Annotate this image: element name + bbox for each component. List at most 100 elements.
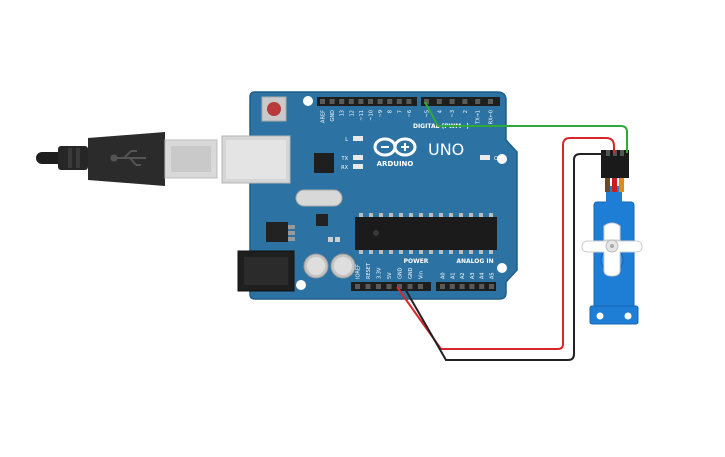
servo-motor[interactable] — [581, 150, 643, 325]
crystal-oscillator — [295, 189, 343, 207]
ground-wire[interactable] — [403, 153, 605, 361]
digital-pin-label: ~11 — [359, 110, 365, 121]
led-on-label: ON — [494, 156, 502, 162]
power-pin[interactable] — [355, 284, 360, 289]
usb-cable-boot — [58, 146, 88, 170]
digital-pin[interactable] — [488, 99, 493, 104]
analog-pin-label: A5 — [490, 272, 496, 279]
digital-pin[interactable] — [339, 99, 345, 104]
led-on — [480, 155, 490, 160]
digital-pin-label: ~5 — [425, 110, 431, 117]
digital-pin[interactable] — [377, 99, 383, 104]
analog-pin-label: A0 — [441, 272, 447, 279]
digital-pin-label: 8 — [388, 110, 394, 113]
mount-hole — [296, 280, 306, 290]
digital-pin-label: AREF — [321, 110, 327, 123]
voltage-regulator — [266, 222, 288, 242]
power-pin[interactable] — [407, 284, 413, 289]
digital-pin[interactable] — [329, 99, 335, 104]
servo-horn[interactable] — [581, 240, 643, 277]
digital-header-left — [317, 97, 417, 106]
power-pin-label: GND — [398, 267, 404, 279]
digital-pin-label: RX←0 — [489, 110, 495, 124]
led-rx-label: RX — [341, 165, 348, 171]
led-rx — [353, 164, 363, 169]
digital-pin-label: 4 — [437, 110, 443, 113]
servo-lead-wire — [619, 176, 624, 192]
power-pin[interactable] — [418, 284, 423, 289]
usb-cable[interactable] — [36, 132, 218, 186]
servo-mount-tab — [589, 305, 639, 325]
digital-pin-label: ~6 — [407, 110, 413, 117]
power-pin-label: RESET — [366, 262, 372, 279]
digital-pin[interactable] — [449, 99, 455, 104]
capacitor — [303, 253, 329, 279]
power-pin-label: GND — [408, 267, 414, 279]
reset-button-cap — [267, 102, 281, 116]
digital-pin[interactable] — [320, 99, 325, 104]
led-l-label: L — [345, 137, 348, 143]
digital-pin[interactable] — [475, 99, 481, 104]
digital-pin-label: 12 — [349, 110, 355, 116]
mount-hole — [497, 154, 507, 164]
capacitor — [330, 253, 356, 279]
digital-pin[interactable] — [368, 99, 373, 104]
analog-pin-label: A3 — [470, 272, 476, 279]
digital-pin[interactable] — [348, 99, 354, 104]
power-wire[interactable] — [396, 137, 615, 350]
led-tx — [353, 155, 363, 160]
analog-pin[interactable] — [489, 284, 494, 289]
power-pin[interactable] — [397, 284, 402, 289]
digital-pin-label: 2 — [463, 110, 469, 113]
digital-pin[interactable] — [396, 99, 402, 104]
analog-pin-label: A4 — [480, 272, 486, 279]
board-model: UNO — [428, 140, 464, 159]
led-tx-label: TX — [341, 156, 349, 162]
digital-pin[interactable] — [387, 99, 393, 104]
analog-pin[interactable] — [459, 284, 465, 289]
usb-chip — [314, 153, 334, 173]
mount-hole — [497, 263, 507, 273]
mount-hole — [303, 96, 313, 106]
power-pin[interactable] — [365, 284, 371, 289]
arduino-uno-board[interactable]: L TX RX ON ARDUINO UNO DIGITAL (PWM~) PO… — [221, 91, 518, 300]
power-header-label: POWER — [404, 258, 429, 265]
digital-pin-label: 7 — [397, 110, 403, 113]
analog-pin[interactable] — [479, 284, 485, 289]
analog-pin[interactable] — [440, 284, 445, 289]
analog-header — [436, 282, 496, 291]
power-pin-label: Vin — [419, 271, 425, 279]
power-pin-label: 3.3V — [377, 267, 383, 279]
servo-lead-wire — [612, 176, 617, 192]
analog-pin[interactable] — [469, 284, 475, 289]
digital-pin[interactable] — [462, 99, 468, 104]
signal-wire[interactable] — [424, 101, 628, 153]
digital-pin[interactable] — [358, 99, 364, 104]
power-pin[interactable] — [376, 284, 381, 289]
digital-pin-label: 13 — [340, 110, 346, 116]
analog-header-label: ANALOG IN — [456, 258, 493, 265]
analog-pin[interactable] — [449, 284, 455, 289]
arduino-logo-icon — [373, 137, 417, 157]
led-l — [353, 136, 363, 141]
digital-pin-label: ~9 — [378, 110, 384, 117]
digital-pin-label: ~3 — [450, 110, 456, 117]
digital-pin-label: TX→1 — [476, 110, 482, 125]
digital-pin[interactable] — [406, 99, 412, 104]
small-chip — [316, 214, 328, 226]
servo-lead-wire — [605, 176, 610, 192]
arduino-logo-text: ARDUINO — [377, 160, 414, 168]
usb-icon — [110, 150, 146, 166]
digital-pin-label: GND — [330, 110, 336, 122]
digital-pin-label: ~10 — [369, 110, 375, 121]
analog-pin-label: A2 — [460, 272, 466, 279]
power-pin-label: 5V — [387, 272, 393, 279]
digital-pin[interactable] — [436, 99, 442, 104]
digital-header-right — [421, 97, 500, 106]
digital-pin[interactable] — [424, 99, 429, 104]
analog-pin-label: A1 — [450, 272, 456, 279]
power-pin-label: IOREF — [356, 264, 362, 279]
power-pin[interactable] — [386, 284, 392, 289]
